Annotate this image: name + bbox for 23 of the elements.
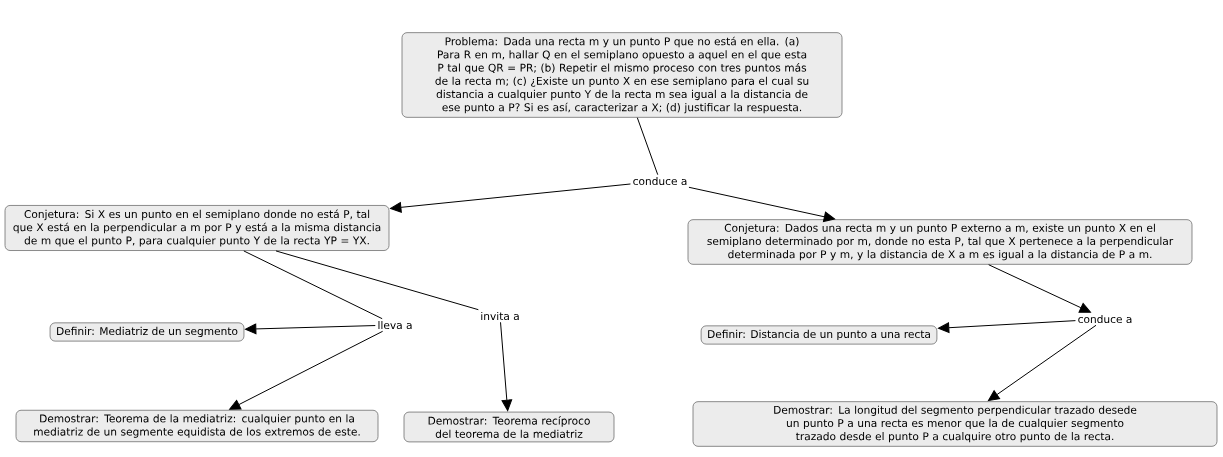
- linking-phrase: conduce a: [1078, 314, 1132, 324]
- concept-box: Demostrar: La longitud del segmento perpendicular trazado desede un punto P a una recta es menor que la de cualquier segmento trazado desde el punto P a cualquire otro punto de la recta.: [692, 401, 1218, 447]
- concept-box: Definir: Mediatriz de un segmento: [49, 322, 245, 342]
- arrow: [500, 321, 513, 411]
- arrow: [229, 330, 384, 410]
- connector-line: [636, 117, 659, 176]
- arrow: [245, 323, 376, 335]
- concept-box: Conjetura: Dados una recta m y un punto P externo a m, existe un punto X en el semiplano determinado por m, donde no esta P, tal que X pertenece a la perpendicular determinada por P y m, y la distancia de X a m es igual a la distancia de P a m.: [687, 219, 1193, 265]
- arrow: [390, 183, 631, 213]
- arrow: [987, 324, 1097, 402]
- concept-box: Problema: Dada una recta m y un punto P que no está en ella. (a) Para R en m, hallar Q en el semiplano opuesto a aquel en el que esta P tal que QR = PR; (b) Repetir el mismo proceso con tres puntos más de la recta m; (c) ¿Existe un punto X en ese semiplano para el cual su distancia a cualquier punto Y de la recta m sea igual a la distancia de ese punto a P? Si es así, caracterizar a X; (d) justificar la respuesta.: [401, 32, 843, 118]
- linking-phrase: lleva a: [378, 320, 412, 330]
- concept-box: Definir: Distancia de un punto a una recta: [700, 325, 938, 345]
- connector-line: [243, 250, 383, 320]
- arrow: [938, 320, 1076, 334]
- arrow: [988, 264, 1091, 313]
- concept-box: Conjetura: Si X es un punto en el semiplano donde no está P, tal que X está en la perpendicular a m por P y está a la misma distancia de m que el punto P, para cualquier punto Y de la recta YP = YX.: [4, 205, 390, 251]
- arrow: [688, 186, 836, 223]
- connector-line: [275, 250, 479, 311]
- linking-phrase: invita a: [481, 311, 519, 321]
- concept-box: Demostrar: Teorema de la mediatriz: cualquier punto en la mediatriz de un segmente equidista de los extremos de este.: [15, 409, 379, 443]
- concept-box: Demostrar: Teorema recíproco del teorema de la mediatriz: [403, 411, 615, 443]
- linking-phrase: conduce a: [633, 176, 687, 186]
